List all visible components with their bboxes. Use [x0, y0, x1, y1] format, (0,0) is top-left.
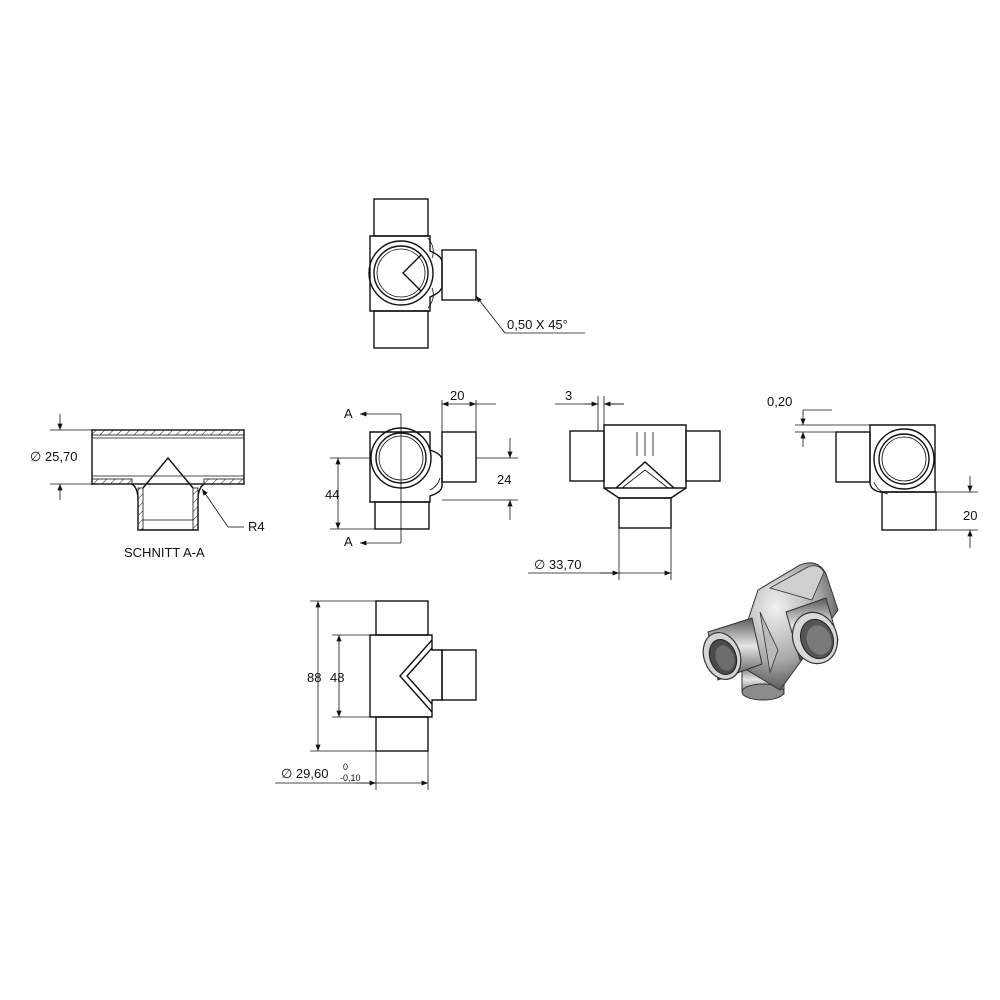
tolerance-upper: 0 — [343, 762, 348, 772]
dim-88: 88 — [307, 670, 321, 685]
dim-diameter-2960: ∅ 29,60 — [281, 766, 328, 781]
right-view: 0,20 20 — [767, 394, 978, 548]
isometric-render — [702, 562, 839, 701]
section-view: ∅ 25,70 R4 SCHNITT A-A — [30, 414, 265, 560]
bottom-view: 88 48 ∅ 29,60 0 -0,10 — [275, 600, 477, 790]
section-diameter-label: ∅ 25,70 — [30, 449, 77, 464]
radius-label: R4 — [248, 519, 265, 534]
chamfer-label: 0,50 X 45° — [507, 317, 568, 332]
section-mark-top: A — [344, 406, 353, 421]
dim-44: 44 — [325, 487, 339, 502]
dim-20-top: 20 — [450, 388, 464, 403]
dim-48: 48 — [330, 670, 344, 685]
section-mark-bottom: A — [344, 534, 353, 549]
dim-20-right: 20 — [963, 508, 977, 523]
dim-3: 3 — [565, 388, 572, 403]
top-view: 0,50 X 45° — [368, 198, 585, 349]
section-title: SCHNITT A-A — [124, 545, 205, 560]
dim-diameter-3370: ∅ 33,70 — [534, 557, 581, 572]
dim-24: 24 — [497, 472, 511, 487]
side-view: 3 ∅ 33,70 — [528, 388, 721, 580]
dim-020: 0,20 — [767, 394, 792, 409]
tolerance-lower: -0,10 — [340, 773, 361, 783]
front-view: A A 20 24 44 — [325, 388, 518, 549]
